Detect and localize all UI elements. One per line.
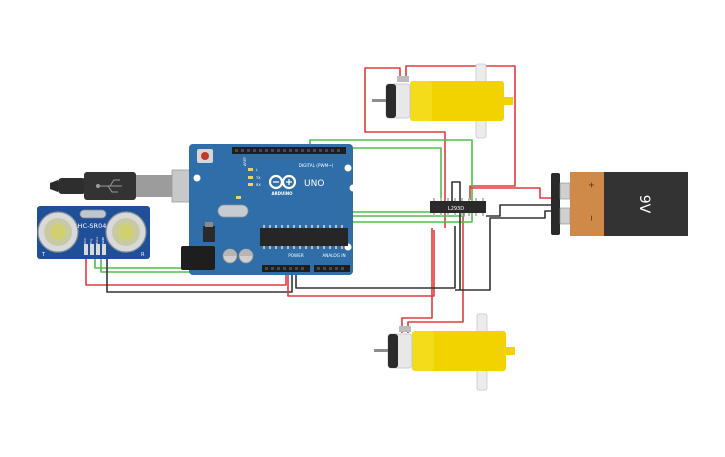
battery-terminal-plus [559, 182, 571, 200]
digital-header-pins [235, 149, 340, 152]
ultrasonic-sensor[interactable]: HC-SR04 T R VCC Trig Echo GND [37, 206, 150, 259]
motor-top-gearbox-cap [410, 81, 432, 121]
wire-top-motor-left [364, 67, 446, 228]
motor-top-axle [503, 97, 513, 105]
sensor-receiver [105, 211, 147, 253]
led-l-label: L [256, 168, 258, 172]
battery-terminal-minus [559, 207, 571, 225]
motor-bottom-endcap [388, 334, 398, 368]
usb-cable-connector [136, 175, 172, 197]
led-rx-label: RX [256, 183, 261, 187]
voltage-regulator-tab [205, 222, 213, 227]
power-label: POWER [288, 253, 304, 258]
wire-battery-minus [486, 204, 552, 217]
sensor-transmitter [37, 211, 79, 253]
mounting-hole [193, 174, 201, 182]
dc-motor-bottom[interactable] [374, 313, 515, 391]
capacitor [222, 248, 238, 264]
analog-label: ANALOG IN [322, 253, 345, 258]
motor-bottom-shaft [374, 349, 388, 352]
arduino-model-label: UNO [304, 179, 324, 189]
sensor-crystal [79, 209, 107, 219]
atmega-pins [263, 225, 343, 249]
led-tx [248, 176, 253, 179]
dc-motor-top[interactable] [372, 63, 513, 139]
battery-voltage-label: 9V [636, 195, 652, 214]
arduino-uno[interactable]: AREF DIGITAL (PWM~) L TX RX ARDUINO UNO [181, 144, 357, 275]
motor-bottom-terminal [399, 326, 411, 332]
wire-5v-driver [287, 230, 435, 297]
l293d-driver[interactable]: L293D [430, 198, 486, 216]
battery-minus-label: − [587, 215, 596, 222]
aref-label: AREF [243, 157, 247, 166]
wire-sensor-gnd [106, 255, 293, 293]
sensor-pin-trig: Trig [89, 239, 93, 245]
wire-battery-gnd-loop [455, 210, 552, 291]
usb-cable-plug-tip [50, 180, 58, 192]
driver-pins [433, 198, 484, 216]
sensor-pin-vcc: VCC [83, 238, 87, 244]
motor-top-gearbox [410, 81, 504, 121]
wire-battery-plus [470, 187, 552, 199]
reset-button[interactable] [201, 152, 209, 160]
led-l [248, 168, 253, 171]
sensor-mark-r: R [141, 252, 145, 258]
power-header-pins [265, 267, 344, 270]
arduino-logo-text: ARDUINO [272, 191, 294, 196]
driver-label: L293D [448, 206, 464, 212]
motor-top-shaft [372, 99, 386, 102]
sensor-pins [84, 244, 106, 255]
battery-body-orange [570, 172, 604, 236]
on-led [236, 196, 241, 199]
atmega-chip [260, 228, 348, 246]
voltage-regulator [203, 226, 215, 242]
battery-snap-clip [551, 173, 560, 235]
power-jack [181, 246, 215, 270]
led-tx-label: TX [255, 176, 261, 180]
usb-icon [95, 179, 122, 193]
motor-top-endcap [386, 84, 396, 118]
sensor-model-label: HC-SR04 [78, 222, 107, 230]
motor-bottom-axle [505, 347, 515, 355]
crystal-oscillator [217, 204, 249, 218]
motor-top-terminal [397, 76, 409, 82]
arduino-logo-icon [268, 174, 297, 190]
led-rx [248, 183, 253, 186]
digital-label: DIGITAL (PWM~) [299, 163, 334, 168]
wire-bottom-motor-left [401, 228, 433, 333]
battery-body-dark [604, 172, 688, 236]
usb-cable-strain [58, 178, 86, 194]
sensor-mark-t: T [41, 252, 46, 258]
motor-bottom-gearbox-cap [412, 331, 434, 371]
driver-chip [430, 201, 486, 213]
sensor-pin-gnd: GND [101, 236, 105, 244]
motor-bottom-gearbox [412, 331, 506, 371]
mounting-hole [344, 164, 352, 172]
usb-cable[interactable] [50, 169, 213, 203]
battery-plus-label: + [587, 182, 596, 189]
sensor-pin-echo: Echo [95, 237, 99, 244]
capacitor [238, 248, 254, 264]
mounting-hole [349, 184, 357, 192]
battery-9v[interactable]: + − 9V [551, 172, 688, 236]
